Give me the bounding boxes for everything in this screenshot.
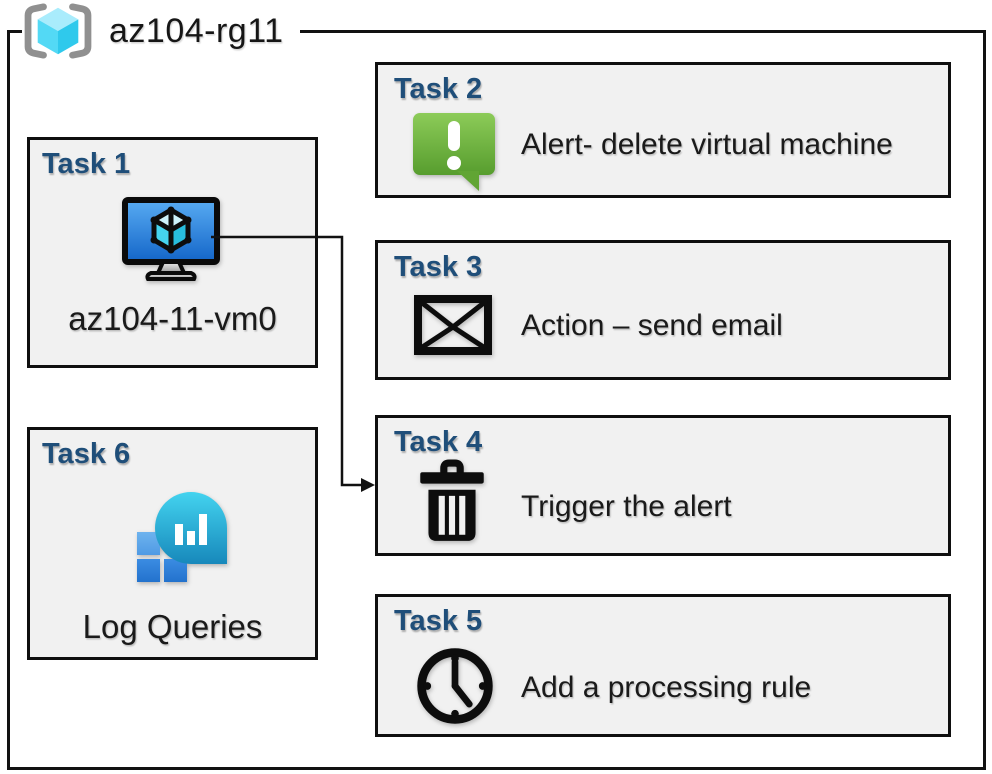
alert-message-icon	[411, 111, 497, 198]
task3-box: Task 3 Action – send email	[375, 240, 951, 380]
task2-box: Task 2 Alert- delete virtual machine	[375, 62, 951, 198]
task1-label: az104-11-vm0	[68, 300, 277, 337]
task4-title: Task 4	[394, 426, 483, 458]
resource-group-header: az104-rg11	[22, 0, 300, 62]
task1-box: Task 1	[27, 137, 318, 368]
task5-box: Task 5 Add a processing rule	[375, 594, 951, 737]
trash-delete-icon	[415, 459, 489, 550]
task6-label: Log Queries	[82, 608, 263, 645]
task5-title: Task 5	[394, 605, 483, 637]
task5-label: Add a processing rule	[521, 671, 812, 704]
task1-title: Task 1	[42, 148, 131, 180]
log-queries-icon	[129, 486, 233, 591]
task2-label: Alert- delete virtual machine	[521, 128, 893, 161]
resource-group-name: az104-rg11	[109, 11, 284, 50]
virtual-machine-icon	[121, 196, 221, 289]
clock-icon	[411, 644, 499, 733]
task3-label: Action – send email	[521, 309, 783, 342]
task6-box: Task 6	[27, 427, 318, 660]
task4-label: Trigger the alert	[521, 490, 732, 523]
task2-title: Task 2	[394, 73, 483, 105]
task4-box: Task 4 Trigger the alert	[375, 415, 951, 556]
resource-group-icon	[22, 2, 94, 60]
task3-title: Task 3	[394, 251, 483, 283]
email-envelope-icon	[414, 295, 492, 360]
task6-title: Task 6	[42, 438, 131, 470]
